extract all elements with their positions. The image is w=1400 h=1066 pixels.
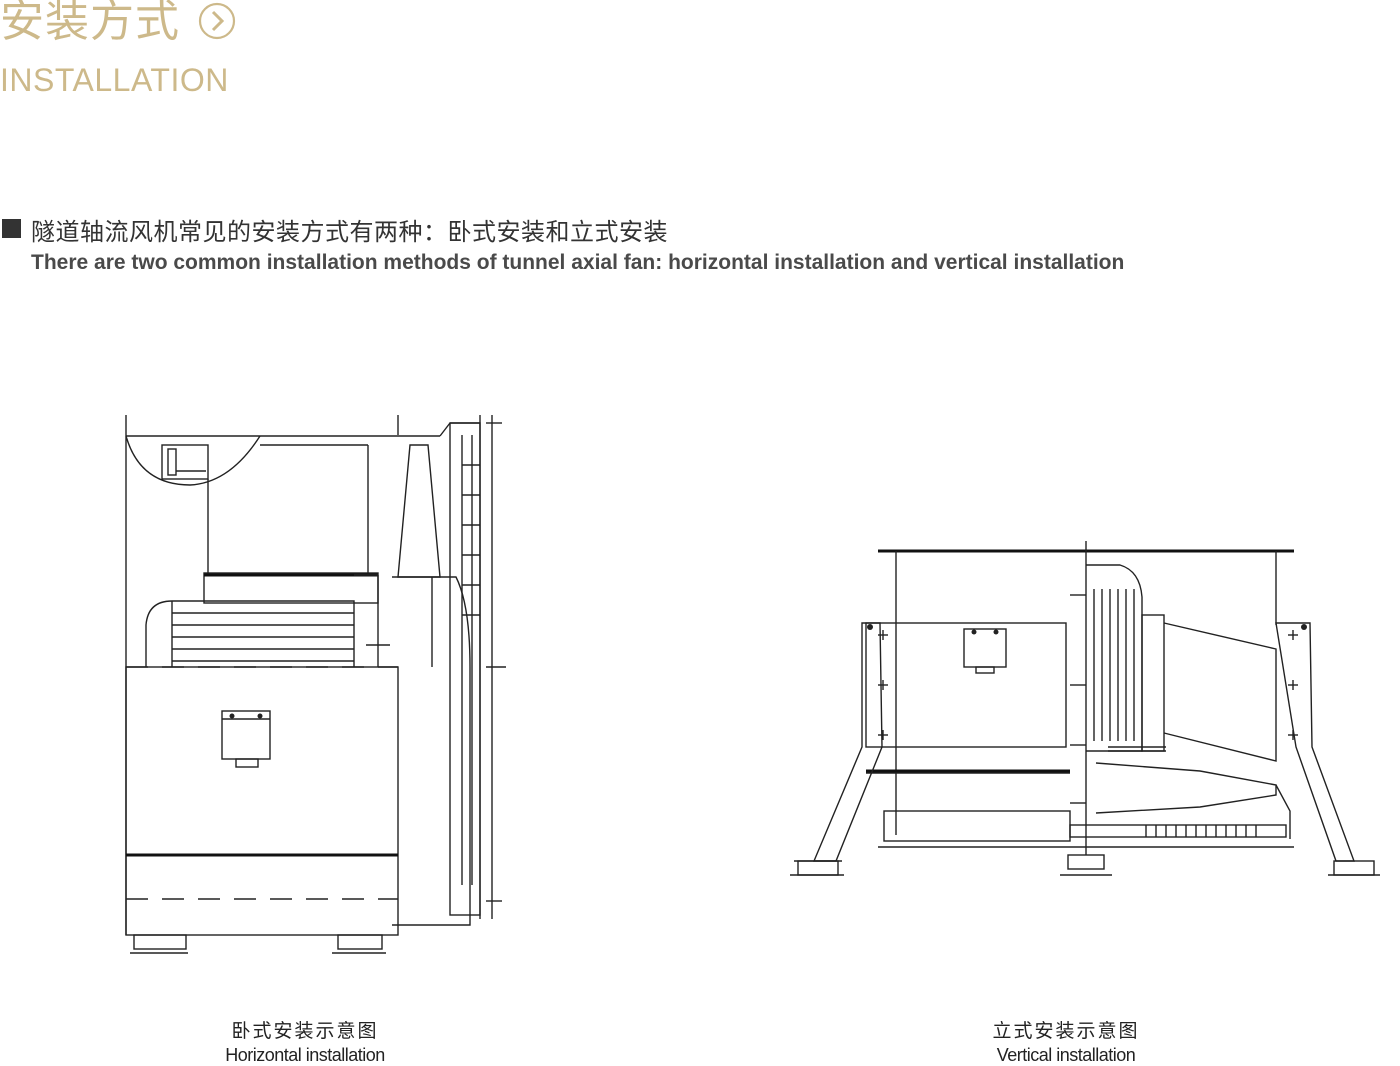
horizontal-caption-cn: 卧式安装示意图 <box>231 1020 379 1042</box>
vertical-caption-cn: 立式安装示意图 <box>992 1020 1140 1042</box>
vertical-caption-en: Vertical installation <box>996 1045 1136 1065</box>
bullet-square-icon <box>2 219 21 238</box>
page-title-en: INSTALLATION <box>0 62 229 98</box>
horizontal-installation-diagram <box>125 415 506 954</box>
page-title-cn: 安装方式 <box>0 0 180 47</box>
vertical-installation-diagram <box>790 541 1380 876</box>
intro-text-en: There are two common installation method… <box>31 251 1125 274</box>
intro-text-cn: 隧道轴流风机常见的安装方式有两种：卧式安装和立式安装 <box>31 218 668 246</box>
circle-chevron-right-icon[interactable] <box>198 2 236 40</box>
horizontal-caption-en: Horizontal installation <box>225 1045 385 1065</box>
